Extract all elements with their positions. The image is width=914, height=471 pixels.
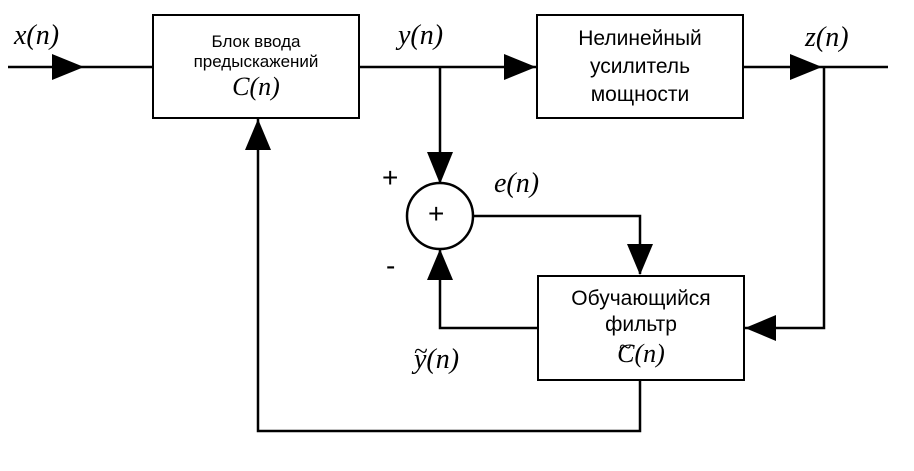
summer-minus-sign: -: [386, 250, 396, 281]
filter-symbol: C(n) ~: [617, 334, 665, 370]
input-arrowhead: [52, 54, 84, 80]
amplifier-block: Нелинейный усилитель мощности: [536, 14, 744, 119]
signal-e-label: e(n): [494, 168, 540, 199]
predistorter-symbol: C(n): [232, 71, 280, 101]
signal-estimate-tilde: ~: [414, 337, 428, 365]
signal-x-label: x(n): [14, 20, 60, 51]
summer-plus-symbol: +: [428, 198, 445, 229]
y-to-summer-arrowhead: [427, 152, 453, 184]
amplifier-label-line1: Нелинейный: [578, 26, 702, 50]
error-line: [474, 214, 642, 274]
signal-estimate-text: y(n): [414, 344, 460, 375]
coef-feedback-line: [256, 119, 642, 433]
y-arrowhead: [504, 54, 536, 80]
signal-z-label: z(n): [805, 22, 849, 53]
coef-feedback-arrowhead: [245, 119, 271, 150]
predistorter-block: Блок ввода предыскажений C(n): [152, 14, 360, 119]
amplifier-label-line2: усилитель: [589, 54, 691, 78]
predistorter-label-line2: предыскажений: [193, 51, 319, 71]
z-feedback-line: [745, 67, 826, 330]
filter-symbol-tilde: ~: [619, 334, 632, 361]
filter-label-line1: Обучающийся: [571, 287, 711, 310]
predistorter-label-line1: Блок ввода: [211, 31, 301, 51]
summer-circle: [405, 181, 475, 251]
filter-block: Обучающийся фильтр C(n) ~: [537, 275, 745, 381]
amplifier-label-line3: мощности: [590, 82, 690, 106]
signal-y-label: y(n): [398, 20, 444, 51]
signal-estimate-label: y(n) ~: [414, 339, 460, 375]
error-arrowhead: [627, 244, 653, 275]
summer-plus-sign: +: [382, 162, 399, 193]
filter-symbol-text: C(n): [617, 339, 665, 368]
estimate-line: [438, 249, 537, 330]
estimate-arrowhead: [427, 249, 453, 280]
z-feedback-arrowhead: [745, 315, 776, 341]
output-arrowhead: [790, 54, 822, 80]
filter-label-line2: фильтр: [605, 313, 677, 336]
